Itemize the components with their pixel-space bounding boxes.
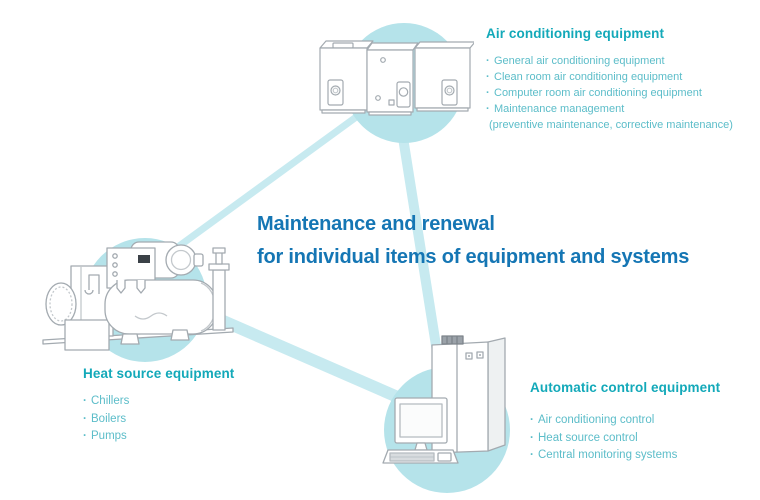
heat-source-title: Heat source equipment [83,366,235,381]
bullet-icon: · [530,414,534,426]
list-item-label: Heat source control [538,431,638,444]
bullet-icon: · [83,395,87,407]
list-item-label: Maintenance management [494,103,625,115]
bullet-icon: · [530,449,534,461]
heat-source-list: · Chillers · Boilers · Pumps [83,393,234,446]
air-conditioner-units-illustration [319,40,474,116]
list-item-label: Computer room air conditioning equipment [494,87,702,99]
bullet-icon: · [486,87,490,99]
air-conditioning-title: Air conditioning equipment [486,26,665,41]
list-item-label: General air conditioning equipment [494,55,665,67]
list-item: · Boilers [83,411,234,429]
automatic-control-title: Automatic control equipment [530,380,721,395]
list-item-label: Air conditioning control [538,414,655,426]
list-item-label: Pumps [91,430,127,442]
list-item-note: (preventive maintenance, corrective main… [489,119,733,131]
bullet-icon: · [83,430,87,442]
main-title-line1: Maintenance and renewal [257,213,495,235]
list-item: · Maintenance management [486,101,733,117]
air-conditioning-text-block: Air conditioning equipment · General air … [486,26,733,133]
bullet-icon: · [486,103,490,115]
chiller-illustration [42,241,234,351]
air-conditioning-list: · General air conditioning equipment · Cle… [486,53,733,133]
list-item-label: Central monitoring systems [538,449,678,461]
list-item: · Computer room air conditioning equipmen… [486,85,733,101]
bullet-icon: · [486,55,490,67]
list-item-label: Chillers [91,395,130,407]
list-item: · Clean room air conditioning equipment [486,69,733,85]
list-item-label: Boilers [91,412,127,425]
bullet-icon: · [83,412,87,425]
bullet-icon: · [530,431,534,444]
list-item: · Central monitoring systems [530,447,720,465]
main-title-line2: for individual items of equipment and sy… [257,246,690,268]
control-cabinet-illustration [382,335,506,464]
automatic-control-text-block: Automatic control equipment · Air conditi… [530,380,720,465]
main-title: Maintenance and renewal for individual i… [257,208,689,274]
automatic-control-list: · Air conditioning control · Heat source c… [530,412,720,465]
list-item: · Pumps [83,428,234,446]
list-item: · Chillers [83,393,234,411]
list-item-label: Clean room air conditioning equipment [494,71,683,83]
list-item: · Heat source control [530,430,720,448]
list-item: · Air conditioning control [530,412,720,430]
list-item: · General air conditioning equipment [486,53,733,69]
bullet-icon: · [486,71,490,83]
heat-source-text-block: Heat source equipment · Chillers · Boilers… [83,366,234,446]
